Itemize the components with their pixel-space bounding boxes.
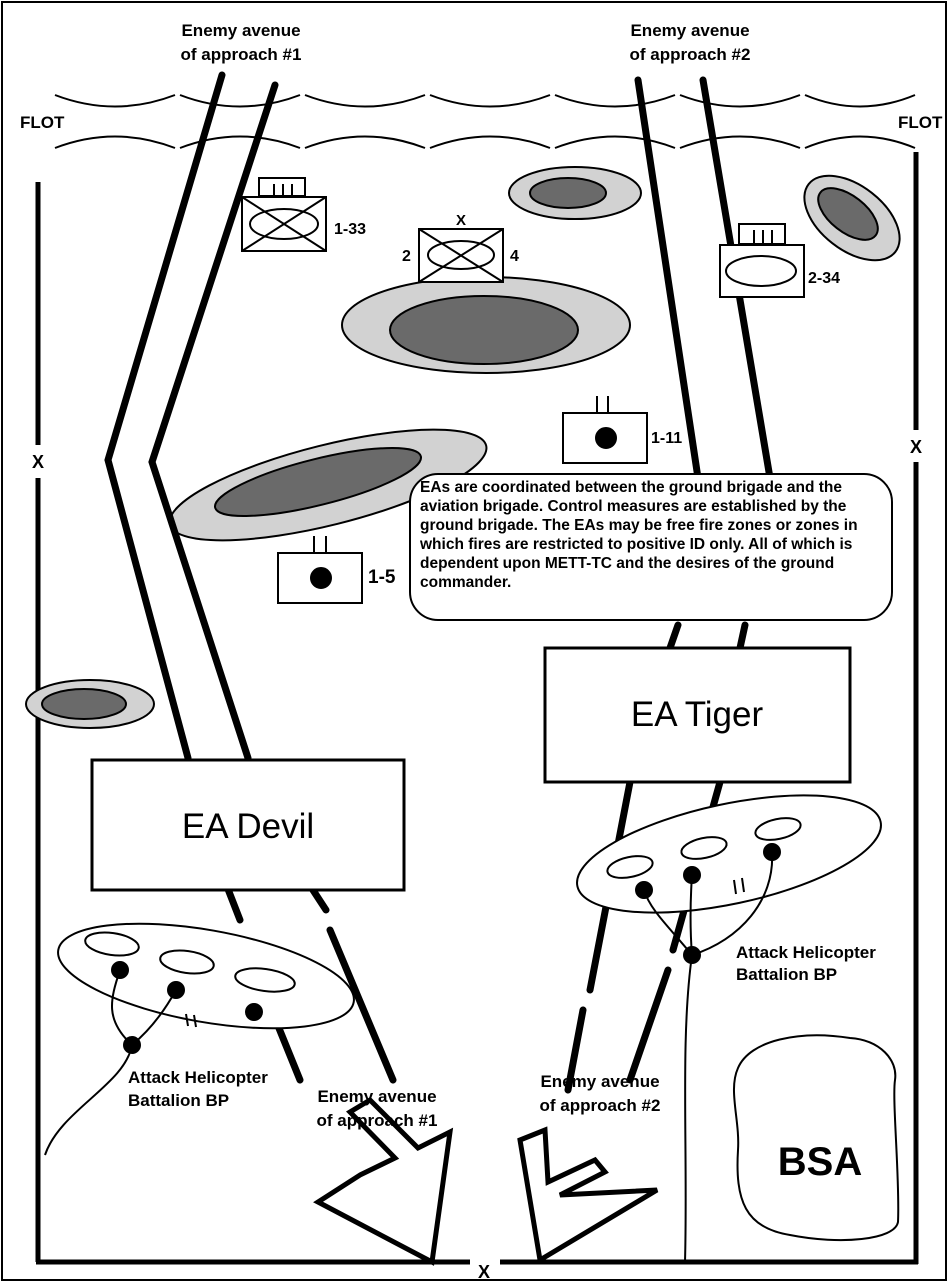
ea-devil-box (90, 758, 406, 892)
enemy-avenue-2-top-label-1: Enemy avenue (630, 21, 749, 40)
battle-position-right (576, 794, 882, 1263)
battle-position-left (44, 922, 355, 1156)
enemy-avenue-2-bottom-label-2: of approach #2 (540, 1096, 661, 1115)
enemy-avenue-1-bottom-label-1: Enemy avenue (317, 1087, 436, 1106)
unit-2-34-label: 2-34 (808, 270, 840, 287)
bp-left-label-1: Attack Helicopter (128, 1068, 268, 1087)
boundary-label-left: X (32, 452, 44, 472)
enemy-avenue-1-top-label-1: Enemy avenue (181, 21, 300, 40)
enemy-avenue-2-bottom-label-1: Enemy avenue (540, 1072, 659, 1091)
ea-tiger-box (543, 646, 852, 784)
brigade-echelon-label: X (456, 212, 466, 229)
bp-right-label-1: Attack Helicopter (736, 943, 876, 962)
boundary-label-right: X (910, 437, 922, 457)
brigade-label-left: 2 (402, 248, 411, 265)
sector-boundaries (35, 152, 919, 1265)
bp-left-label-2: Battalion BP (128, 1091, 229, 1110)
boundary-label-bottom: X (478, 1262, 490, 1282)
terrain-features (25, 166, 901, 729)
note-callout (409, 473, 893, 621)
ea-tiger-label: EA Tiger (631, 695, 764, 734)
bsa-area (732, 1034, 900, 1242)
ea-devil-label: EA Devil (182, 807, 314, 846)
note-text: EAs are coordinated between the ground b… (420, 479, 858, 591)
avenue-2-arrow (517, 1126, 659, 1265)
avenue-1-arrow (313, 1096, 454, 1266)
bsa-label: BSA (778, 1140, 862, 1184)
unit-brigade-symbol (418, 228, 504, 283)
unit-1-33-symbol (241, 177, 327, 252)
enemy-avenue-1-top-label-2: of approach #1 (181, 45, 302, 64)
brigade-label-right: 4 (510, 248, 519, 265)
unit-1-33-label: 1-33 (334, 221, 366, 238)
flot-label-left: FLOT (20, 113, 65, 132)
enemy-avenue-2-top-label-2: of approach #2 (630, 45, 751, 64)
flot-line (54, 94, 916, 149)
bp-right-label-2: Battalion BP (736, 965, 837, 984)
unit-2-34-symbol (719, 223, 805, 298)
unit-1-5-label: 1-5 (368, 567, 396, 588)
flot-label-right: FLOT (898, 113, 943, 132)
unit-1-11-label: 1-11 (651, 430, 682, 447)
enemy-avenue-1-bottom-label-2: of approach #1 (317, 1111, 438, 1130)
unit-1-5-symbol (277, 536, 363, 604)
unit-1-11-symbol (562, 396, 648, 464)
